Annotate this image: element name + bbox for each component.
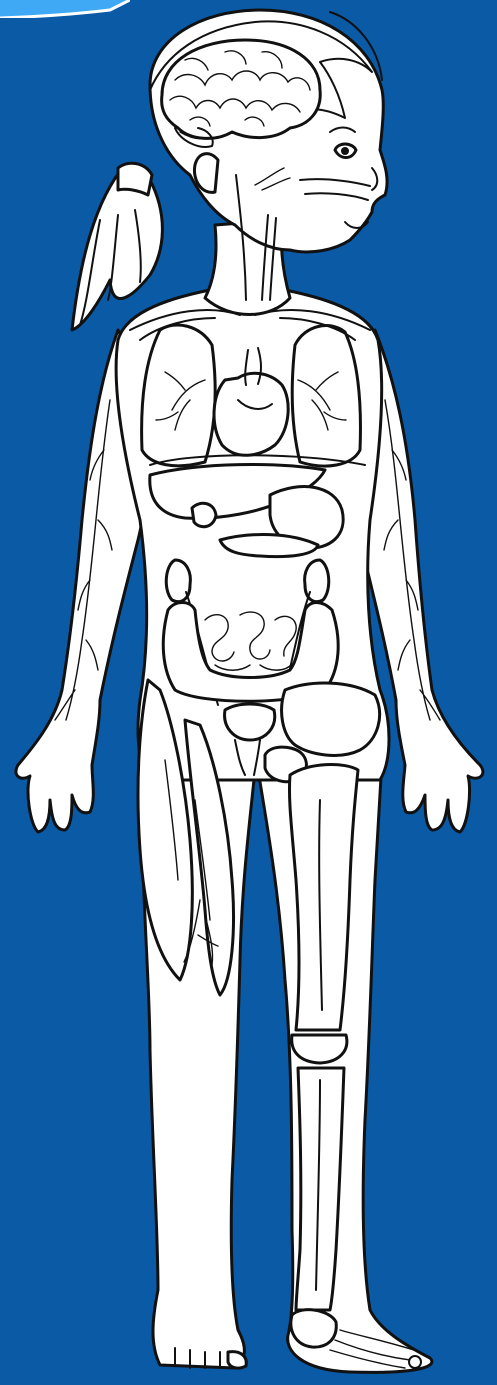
ankle-bones	[291, 1310, 336, 1347]
knee	[292, 1035, 347, 1063]
pelvis	[282, 683, 380, 755]
right-lung	[292, 326, 360, 466]
bladder	[225, 704, 275, 740]
hair-tie	[118, 163, 152, 195]
big-toe	[228, 1352, 246, 1368]
heart	[214, 373, 288, 455]
left-lung	[142, 325, 215, 466]
gallbladder	[192, 503, 216, 526]
